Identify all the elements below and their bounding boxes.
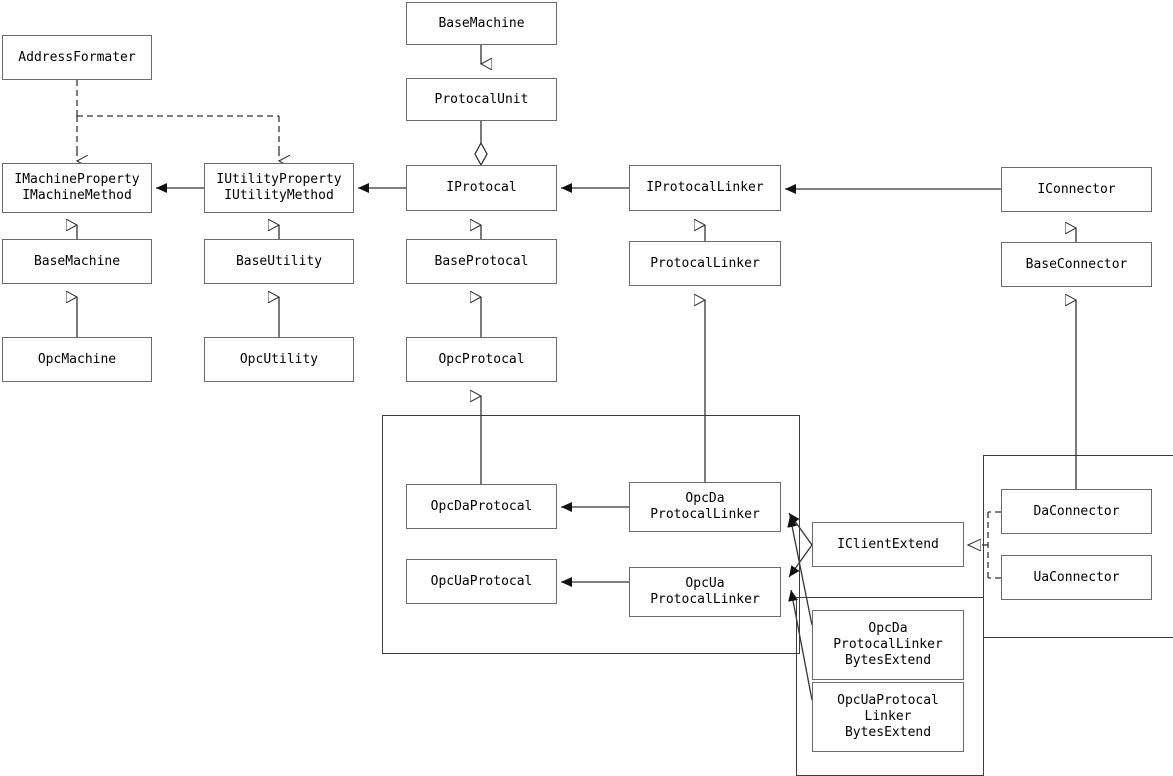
class-box-baseprotocal[interactable]: BaseProtocal <box>406 239 557 284</box>
class-box-basemachine-left[interactable]: BaseMachine <box>2 239 152 284</box>
class-box-iprotocal[interactable]: IProtocal <box>406 165 557 211</box>
class-box-protocallinker[interactable]: ProtocalLinker <box>629 241 781 286</box>
class-box-daconnector[interactable]: DaConnector <box>1001 489 1152 534</box>
class-box-opcmachine[interactable]: OpcMachine <box>2 337 152 382</box>
class-box-protocalunit[interactable]: ProtocalUnit <box>406 78 557 121</box>
edge-addressformater-dependencies <box>76 80 279 161</box>
class-box-opcuaprotocal[interactable]: OpcUaProtocal <box>406 559 557 604</box>
class-box-baseutility[interactable]: BaseUtility <box>204 239 354 284</box>
class-box-iutilityproperty[interactable]: IUtilityProperty IUtilityMethod <box>204 163 354 213</box>
class-box-address-formater[interactable]: AddressFormater <box>2 35 152 80</box>
aggregation-diamond <box>474 141 488 167</box>
edge-iclientextend-opcualinker <box>788 544 813 578</box>
class-box-baseconnector[interactable]: BaseConnector <box>1001 242 1152 287</box>
class-box-iclientextend[interactable]: IClientExtend <box>812 522 964 567</box>
class-box-iprotocallinker[interactable]: IProtocalLinker <box>629 165 781 211</box>
class-box-opcprotocal[interactable]: OpcProtocal <box>406 337 557 382</box>
class-box-opcdaprotocal[interactable]: OpcDaProtocal <box>406 484 557 529</box>
group-connector <box>983 455 1173 638</box>
class-box-iconnector[interactable]: IConnector <box>1001 167 1152 212</box>
class-box-opcuaprotocallinker[interactable]: OpcUa ProtocalLinker <box>629 567 781 617</box>
class-box-opcdaprotocallinker[interactable]: OpcDa ProtocalLinker <box>629 482 781 532</box>
class-box-opcuaprotocallinkerbytesextend[interactable]: OpcUaProtocal Linker BytesExtend <box>812 682 964 752</box>
edge-opcdabytes-opcdalinker <box>787 515 813 626</box>
group-opc-protocal <box>382 415 800 654</box>
edge-opcuabytes-opcualinker <box>788 589 813 701</box>
class-box-uaconnector[interactable]: UaConnector <box>1001 555 1152 600</box>
class-box-opcutility[interactable]: OpcUtility <box>204 337 354 382</box>
class-box-imachineproperty[interactable]: IMachineProperty IMachineMethod <box>2 163 152 213</box>
class-box-basemachine-top[interactable]: BaseMachine <box>406 2 557 45</box>
edge-connectors-iclientextend-realization <box>968 511 1001 579</box>
class-box-opcdaprotocallinkerbytesextend[interactable]: OpcDa ProtocalLinker BytesExtend <box>812 610 964 680</box>
